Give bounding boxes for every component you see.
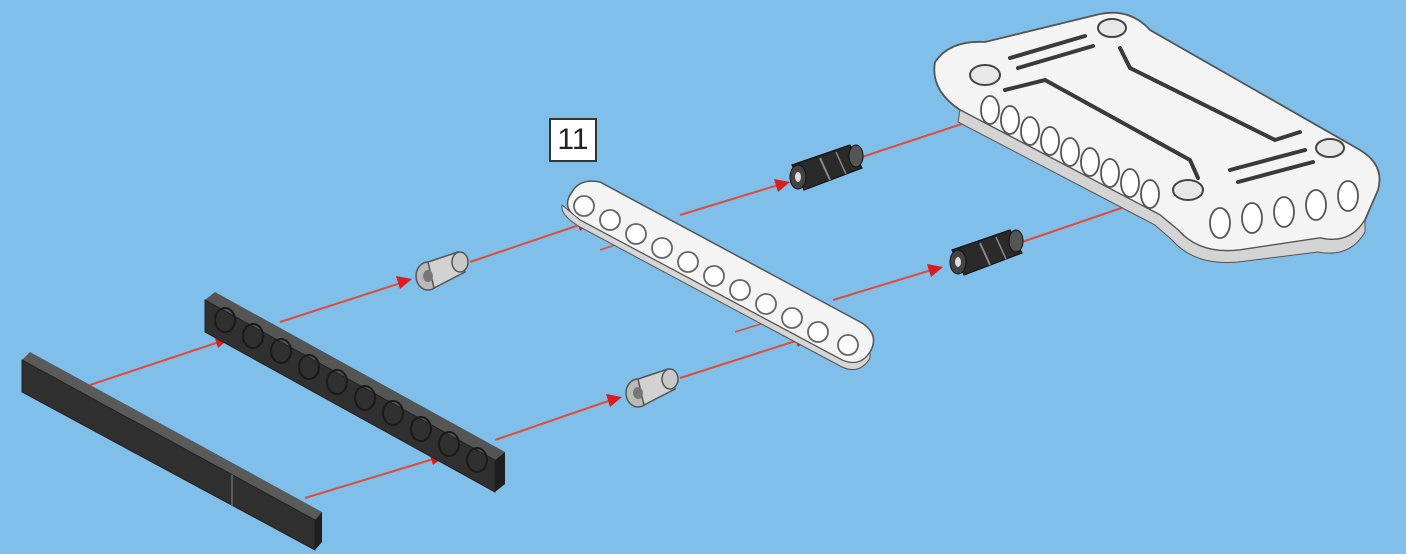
white-liftarm <box>562 181 874 369</box>
guide-line-pin-to-white-top <box>470 222 588 262</box>
flat-tile-strip <box>22 352 322 550</box>
connector-pin-lower <box>626 369 678 407</box>
step-number: 11 <box>557 123 588 157</box>
arrow-head <box>774 179 790 192</box>
guide-line-liftarm-to-pin-top <box>280 280 410 322</box>
guide-line-white-to-frictionpin-top <box>680 183 785 215</box>
arrow-head <box>396 276 412 289</box>
guide-line-tile-to-liftarm-top <box>90 340 225 385</box>
arrow-head <box>927 264 943 277</box>
white-frame-panel <box>934 13 1379 263</box>
friction-pin-lower <box>950 230 1023 275</box>
guide-line-tile-to-liftarm-bottom <box>305 457 440 498</box>
connector-pin-upper <box>416 252 468 290</box>
guide-line-pin-to-white-bottom <box>680 338 805 378</box>
guide-lines <box>90 113 1145 498</box>
guide-line-liftarm-to-pin-bottom <box>495 398 617 440</box>
step-number-box: 11 <box>549 118 597 162</box>
dark-liftarm <box>205 292 505 492</box>
guide-line-white-to-frictionpin-bottom <box>833 268 938 300</box>
friction-pin-upper <box>790 145 863 190</box>
arrow-head <box>606 394 622 407</box>
